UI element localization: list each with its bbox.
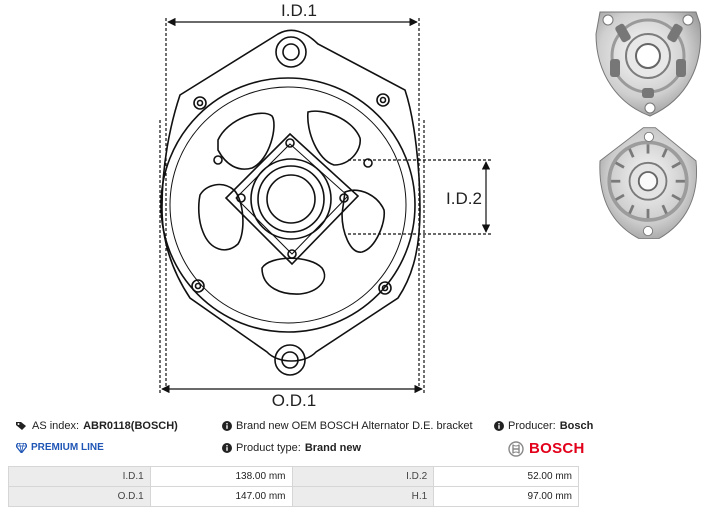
- spec-value: 97.00 mm: [433, 486, 579, 507]
- table-row: O.D.1 147.00 mm H.1 97.00 mm: [8, 486, 579, 507]
- spec-value: 52.00 mm: [433, 466, 579, 487]
- bottom-mount-boss: [274, 344, 306, 376]
- table-row: I.D.1 138.00 mm I.D.2 52.00 mm: [8, 466, 579, 487]
- bracket-photo-front[interactable]: [588, 4, 708, 124]
- as-index-label: AS index:: [32, 420, 80, 432]
- spec-value: 147.00 mm: [149, 486, 293, 507]
- info-circle-icon: [222, 443, 232, 453]
- hub-bore: [266, 174, 316, 224]
- technical-drawing: I.D.1 O.D.1 I.D.2: [159, 1, 492, 410]
- specs-table: I.D.1 138.00 mm I.D.2 52.00 mm O.D.1 147…: [8, 466, 579, 507]
- vent-window: [341, 189, 386, 253]
- description: Brand new OEM BOSCH Alternator D.E. brac…: [222, 420, 473, 432]
- dim-label-id2: I.D.2: [446, 189, 482, 208]
- vent-window: [261, 257, 326, 295]
- as-index-value[interactable]: ABR0118(BOSCH): [83, 420, 178, 432]
- dim-label-od1: O.D.1: [272, 391, 316, 410]
- spec-label: I.D.2: [291, 466, 435, 487]
- hub-flange: [224, 132, 360, 266]
- product-type-value: Brand new: [304, 442, 362, 454]
- bracket-photo-back[interactable]: [588, 124, 708, 244]
- info-circle-icon: [222, 421, 232, 431]
- vent-window: [217, 112, 275, 170]
- as-index: AS index: ABR0118(BOSCH): [16, 420, 178, 432]
- producer-value: Bosch: [559, 420, 594, 432]
- info-circle-icon: [494, 421, 504, 431]
- spec-label: I.D.1: [8, 466, 151, 487]
- vent-window: [307, 110, 361, 166]
- description-text: Brand new OEM BOSCH Alternator D.E. brac…: [236, 420, 473, 432]
- bosch-armature-logo-icon: [508, 440, 524, 457]
- spec-label: O.D.1: [8, 486, 151, 507]
- product-type-label: Product type:: [236, 442, 301, 454]
- diamond-icon: [16, 442, 27, 453]
- bosch-logo: BOSCH: [508, 440, 585, 457]
- spec-value: 138.00 mm: [149, 466, 293, 487]
- bracket-outline: [161, 29, 421, 362]
- bosch-logo-text: BOSCH: [529, 440, 585, 457]
- producer: Producer: Bosch: [494, 420, 593, 432]
- premium-line-badge: PREMIUM LINE: [16, 442, 104, 453]
- spec-label: H.1: [291, 486, 435, 507]
- bracket-main-ring: [160, 77, 416, 333]
- product-type: Product type: Brand new: [222, 442, 361, 454]
- producer-label: Producer:: [508, 420, 556, 432]
- top-mount-boss: [275, 36, 307, 68]
- info-row-2: PREMIUM LINE Product type: Brand new BOS…: [0, 440, 714, 460]
- premium-line-text: PREMIUM LINE: [31, 442, 104, 453]
- tag-icon: [16, 422, 26, 430]
- info-row-1: AS index: ABR0118(BOSCH) Brand new OEM B…: [0, 420, 714, 438]
- dim-label-id1: I.D.1: [281, 1, 317, 20]
- vent-window: [197, 183, 244, 251]
